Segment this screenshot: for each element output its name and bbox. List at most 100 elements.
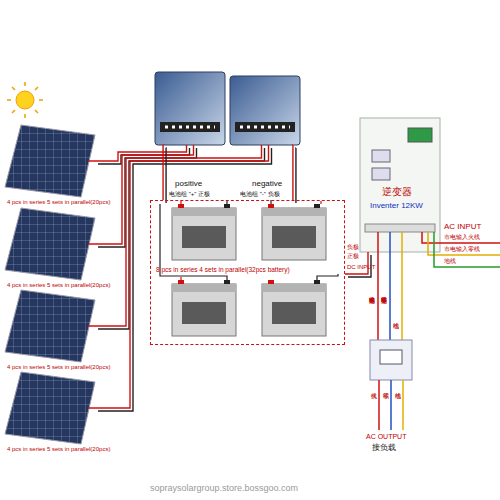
solar-panel	[88, 325, 95, 327]
inverter-output-wires	[401, 232, 403, 340]
wire-connector	[293, 145, 296, 203]
inverter-cabinet	[372, 168, 390, 180]
inverter-output-wires	[389, 232, 391, 340]
node-heading: 4 pcs in series 5 sets in parallel(20pcs…	[7, 446, 110, 453]
charge-controller	[165, 126, 215, 129]
distribution-box	[370, 340, 412, 380]
node-heading: 4 pcs in series 5 sets in parallel(20pcs…	[7, 364, 110, 371]
battery	[182, 302, 226, 324]
battery	[262, 284, 326, 336]
wire-line	[295, 148, 296, 203]
solar-panel	[88, 160, 95, 162]
solar-panel	[5, 125, 95, 197]
load-label: 接负载	[372, 444, 396, 453]
charge-controller	[155, 72, 225, 145]
node-heading: negative	[252, 180, 282, 189]
solar-panel	[5, 290, 95, 362]
charge-controller	[160, 122, 220, 132]
ac-input-wires	[434, 232, 500, 267]
wire-label: 市电输入火线	[444, 234, 480, 241]
wire-line	[98, 148, 197, 247]
ac-output-wires	[402, 380, 404, 430]
edge-label: DC INPUT	[347, 264, 375, 271]
wire-connector	[95, 145, 265, 329]
node-text: 电池组 "-" 负极	[240, 191, 280, 198]
node-heading: positive	[175, 180, 202, 189]
charge-controller	[235, 122, 295, 132]
battery-bank: 8 pcs in series 4 sets in parallel(32pcs…	[150, 200, 345, 345]
inverter-cabinet	[372, 150, 390, 162]
solar-panel-array: 4 pcs in series 5 sets in parallel(20pcs…	[5, 290, 95, 362]
inverter-cabinet	[408, 128, 432, 142]
battery	[272, 226, 316, 248]
battery	[268, 280, 274, 284]
watermark: sopraysolargroup.store.bossgoo.com	[150, 484, 298, 494]
battery	[182, 226, 226, 248]
polarity-label: 正极	[347, 253, 359, 260]
solar-panel	[5, 372, 95, 444]
wire-line	[95, 145, 262, 326]
charge-controller: positive电池组 "+" 正极	[155, 72, 225, 145]
battery	[224, 280, 230, 284]
ac-output-wires	[379, 380, 403, 430]
polarity-label: 负极	[347, 244, 359, 251]
port-label: AC OUTPUT	[366, 433, 406, 441]
node-heading: 逆变器	[382, 186, 412, 197]
sun-icon	[7, 82, 43, 118]
charge-controller	[230, 76, 300, 145]
wire-line	[165, 148, 167, 203]
solar-panel	[5, 208, 95, 280]
battery	[172, 208, 236, 260]
battery	[172, 284, 236, 292]
distribution-box	[380, 350, 402, 364]
battery	[262, 280, 326, 336]
battery	[262, 204, 326, 260]
ac-output-wires	[390, 380, 392, 430]
wire-line	[98, 148, 265, 329]
battery	[314, 280, 320, 284]
battery	[224, 204, 230, 208]
ac-input-wires	[422, 232, 500, 267]
inverter-cabinet	[360, 118, 440, 252]
charge-controller	[155, 72, 225, 145]
inverter-cabinet	[365, 224, 435, 232]
node-heading: 4 pcs in series 5 sets in parallel(20pcs…	[7, 282, 110, 289]
battery	[172, 204, 236, 260]
charge-controller: negative电池组 "-" 负极	[230, 76, 300, 145]
battery	[262, 208, 326, 216]
solar-panel-array: 4 pcs in series 5 sets in parallel(20pcs…	[5, 125, 95, 197]
wire-line	[292, 145, 293, 200]
battery	[178, 204, 184, 208]
battery	[172, 284, 236, 336]
solar-panel	[88, 243, 95, 245]
wire-line	[98, 148, 272, 411]
wire-line	[345, 252, 368, 274]
battery	[262, 284, 326, 292]
node-text: 电池组 "+" 正极	[169, 191, 210, 198]
distribution-box	[370, 340, 412, 380]
wire-label: 地线	[444, 258, 456, 265]
battery	[314, 204, 320, 208]
inverter-output-wires	[377, 232, 379, 340]
wire-line	[95, 145, 269, 408]
inverter-cabinet	[360, 118, 440, 252]
ac-input-wires	[428, 232, 500, 255]
port-label: AC INPUT	[444, 223, 481, 232]
wire-connector	[163, 145, 166, 203]
node-text: Inventer 12KW	[370, 202, 423, 211]
solar-panel-array: 4 pcs in series 5 sets in parallel(20pcs…	[5, 208, 95, 280]
solar-panel	[88, 407, 95, 409]
wire-label: 市电输入零线	[444, 246, 480, 253]
wire-line	[162, 145, 164, 200]
battery	[172, 208, 236, 216]
inverter-output-wires	[378, 232, 402, 340]
solar-panel	[5, 372, 95, 444]
node-heading: 8 pcs in series 4 sets in parallel(32pcs…	[156, 266, 290, 273]
ac-output-wires	[378, 380, 380, 430]
node-heading: 4 pcs in series 5 sets in parallel(20pcs…	[7, 199, 110, 206]
